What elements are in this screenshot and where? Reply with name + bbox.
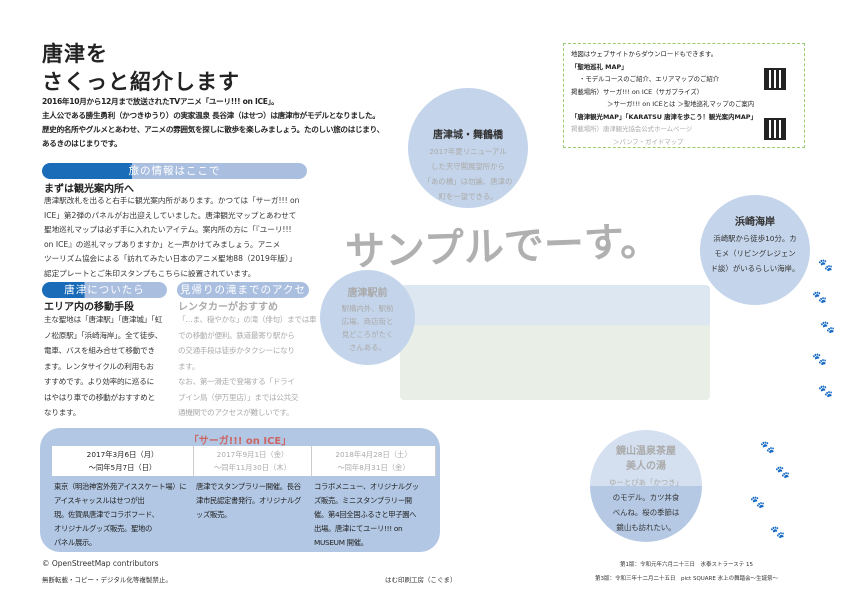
paw-print-icon: 🐾 <box>812 290 827 304</box>
event-timeline: 「サーガ!!! on ICE」 2017年3月6日（月）〜同年5月7日（日） 東… <box>40 428 440 552</box>
edition-1: 第1版：令和元年六月二十三日 氷泰ストラーステ 15 <box>620 562 753 568</box>
access-text: 「…ま、穏やかな」の滝（俳句）までは車での移動が便利。鉄道最寄り駅からの交通手段… <box>178 315 317 417</box>
paw-print-icon: 🐾 <box>760 440 775 454</box>
spot-karatsu-castle: 唐津城・舞鶴橋 2017年夏リニューアルした天守閣展望所から「あの橋」は勿論、唐… <box>408 88 528 208</box>
spot-karatsu-station: 唐津駅前 駅構内外、駅前広場、商店街と見どころがたくさんある。 <box>320 270 415 365</box>
paw-print-icon: 🐾 <box>770 525 785 539</box>
qr-code-icon[interactable] <box>764 118 786 140</box>
sample-watermark: サンプルでーす。 <box>344 218 661 276</box>
paw-print-icon: 🐾 <box>775 465 790 479</box>
copyright-notice: 無断転載・コピー・デジタル化等複製禁止。 <box>42 576 172 584</box>
travel-heading: まずは観光案内所へ <box>44 184 134 195</box>
arrive-text: 主な聖地は「唐津駅」「唐津城」「虹ノ松原駅」「浜崎海岸」。全て徒歩、電車、バスを… <box>44 315 163 417</box>
edition-3: 第3版：令和三年十二月二十五日 pict SQUARE 氷上の舞踏会〜生誕祭〜 <box>595 576 779 582</box>
arrive-heading: エリア内の移動手段 <box>44 302 134 313</box>
timeline-event: 2018年4月28日（土）〜同年8月31日（金） コラボメニュー、オリジナルグッ… <box>312 446 436 554</box>
intro-text: 2016年10月から12月まで放送されたTVアニメ「ユーリ!!! on ICE」… <box>42 97 384 148</box>
paw-print-icon: 🐾 <box>818 384 833 398</box>
paw-print-icon: 🐾 <box>818 258 833 272</box>
paw-print-icon: 🐾 <box>750 495 765 509</box>
access-header: 見帰りの滝までのアクセス <box>177 282 309 312</box>
paw-print-icon: 🐾 <box>820 320 835 334</box>
map-credit: © OpenStreetMap contributors <box>42 559 159 568</box>
timeline-event: 2017年9月1日（金）〜同年11月30日（木） 唐津でスタンプラリー開催。長谷… <box>194 446 312 554</box>
page-title: 唐津をさくっと紹介します <box>42 42 240 94</box>
printer-name: はむ印刷工房（こぐま） <box>385 576 457 584</box>
area-map <box>400 285 710 400</box>
map-download-box: 地図はウェブサイトからダウンロードもできます。 「聖地巡礼 MAP」 ・モデルコ… <box>563 43 805 148</box>
travel-info-header: 旅の情報はここで <box>42 163 307 179</box>
paw-print-icon: 🐾 <box>812 352 827 366</box>
access-heading: レンタカーがおすすめ <box>178 302 278 313</box>
qr-code-icon[interactable] <box>764 68 786 90</box>
spot-kagamiyama-onsen: 鏡山温泉茶屋 美人の湯 ゆーとぴあ「かつき」のモデル。カツ丼食べんね。桜の季節は… <box>590 430 702 542</box>
arrive-header: 唐津についたら <box>42 282 167 298</box>
spot-hamasaki-beach: 浜崎海岸 浜崎駅から徒歩10分。カモメ（リビングレジェンド談）がいるらしい海岸。 <box>700 195 810 305</box>
timeline-event: 2017年3月6日（月）〜同年5月7日（日） 東京（明治神宮外苑アイススケート場… <box>52 446 194 554</box>
